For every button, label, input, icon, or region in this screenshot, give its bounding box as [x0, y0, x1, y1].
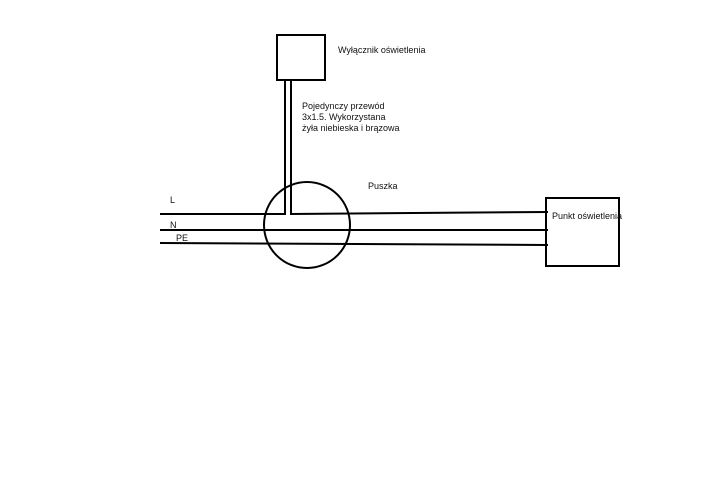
wire-pe	[159, 242, 549, 246]
cable-note-line-2: 3x1.5. Wykorzystana	[302, 112, 386, 122]
junction-box-label: Puszka	[368, 181, 398, 191]
wire-l-out	[290, 211, 549, 215]
light-point-box	[545, 197, 620, 267]
cable-note-line-1: Pojedynczy przewód	[302, 101, 385, 111]
cable-note-line-3: żyła niebieska i brązowa	[302, 123, 400, 133]
switch-label: Wyłącznik oświetlenia	[338, 45, 426, 55]
cable-note: Pojedynczy przewód 3x1.5. Wykorzystana ż…	[302, 101, 400, 134]
wire-label-pe: PE	[176, 233, 189, 243]
junction-box-circle	[263, 181, 351, 269]
light-point-label: Punkt oświetlenia	[552, 211, 623, 221]
wire-label-n: N	[170, 220, 177, 230]
wire-label-l: L	[170, 195, 176, 205]
switch-box	[276, 34, 326, 81]
